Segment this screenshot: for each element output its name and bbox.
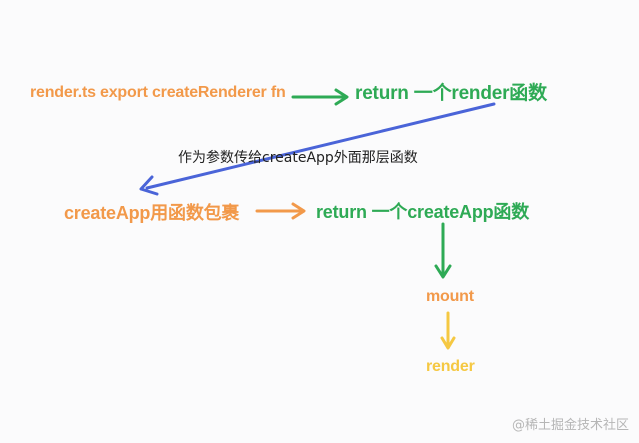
- edge-label-pass-as-param: 作为参数传给createApp外面那层函数: [178, 150, 418, 166]
- node-return-createapp-function: return 一个createApp函数: [316, 202, 530, 222]
- arrow-return-createapp-to-mount: [434, 222, 452, 279]
- arrow-createapp-to-return-createapp: [255, 202, 306, 220]
- node-render: render: [426, 358, 475, 375]
- arrow-mount-to-render: [440, 311, 456, 350]
- node-render-ts-export-createrenderer: render.ts export createRenderer fn: [30, 84, 286, 101]
- node-createapp-wrapped: createApp用函数包裹: [64, 203, 240, 223]
- node-return-render-function: return 一个render函数: [355, 83, 547, 104]
- node-mount: mount: [426, 288, 474, 305]
- arrow-render-ts-to-return-render: [291, 88, 349, 106]
- watermark: @稀土掘金技术社区: [511, 418, 629, 433]
- arrow-return-render-to-createapp: [139, 102, 496, 196]
